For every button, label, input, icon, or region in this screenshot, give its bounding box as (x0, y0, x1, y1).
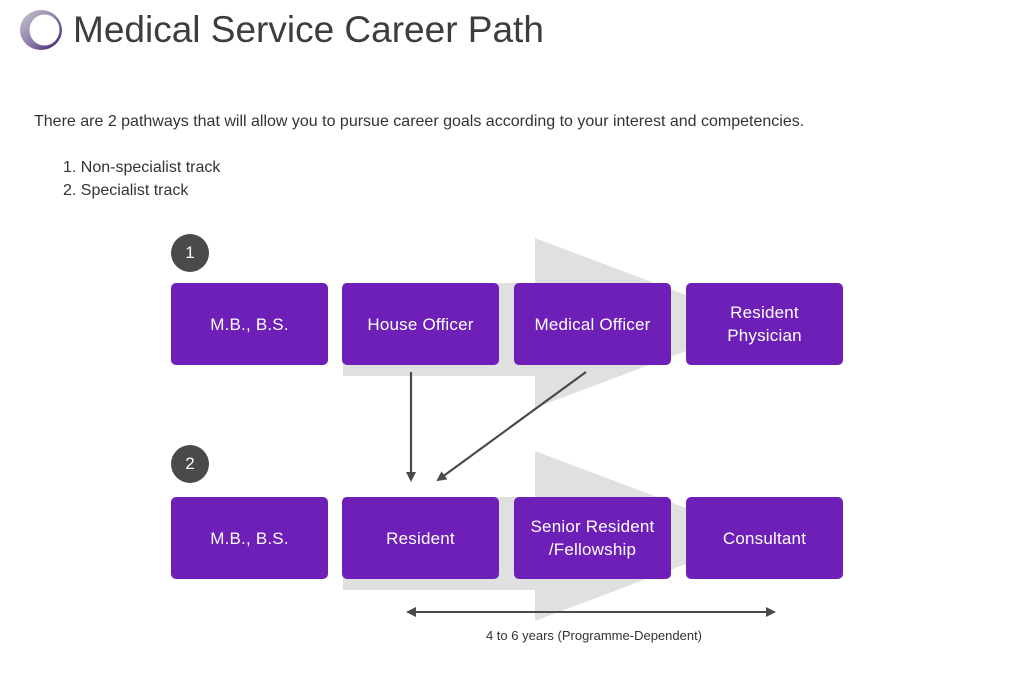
step-mbbs-track2: M.B., B.S. (171, 497, 328, 579)
step-house-officer: House Officer (342, 283, 499, 365)
step-mbbs-track1: M.B., B.S. (171, 283, 328, 365)
step-resident-physician: Resident Physician (686, 283, 843, 365)
track-badge-1: 1 (171, 234, 209, 272)
list-item: 1. Non-specialist track (63, 159, 221, 176)
arrow-medical-officer-to-resident (436, 371, 587, 482)
list-item: 2. Specialist track (63, 182, 189, 199)
intro-text: There are 2 pathways that will allow you… (34, 113, 805, 130)
step-medical-officer: Medical Officer (514, 283, 671, 365)
page-title: Medical Service Career Path (73, 9, 544, 50)
track-badge-2: 2 (171, 445, 209, 483)
step-senior-resident-fellowship: Senior Resident /Fellowship (514, 497, 671, 579)
duration-label: 4 to 6 years (Programme-Dependent) (485, 628, 703, 643)
track-list: 1. Non-specialist track 2. Specialist tr… (63, 156, 220, 202)
ring-logo-icon (20, 10, 62, 50)
step-resident: Resident (342, 497, 499, 579)
step-consultant: Consultant (686, 497, 843, 579)
